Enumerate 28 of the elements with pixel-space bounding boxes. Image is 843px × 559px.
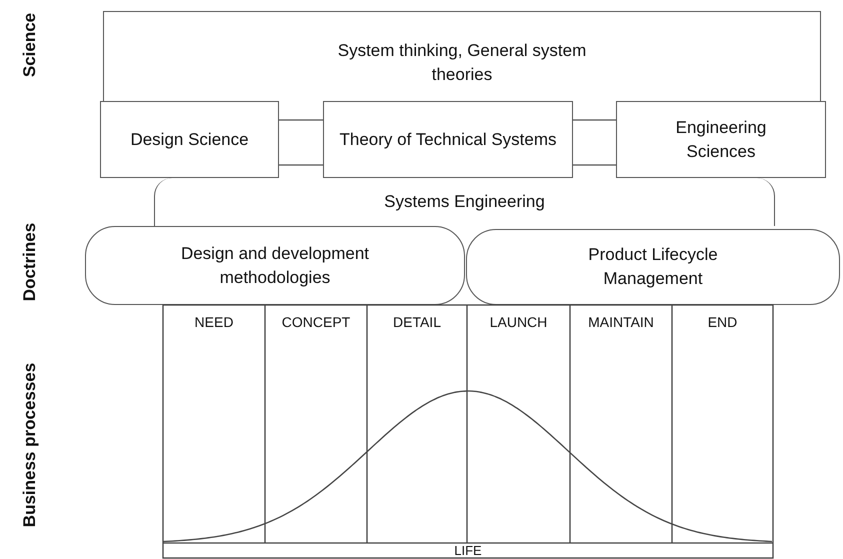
doctrine-box [154,178,775,226]
layer-label: Doctrines [20,222,40,302]
node-text: Design Science [130,128,249,151]
node-text: System thinking, General system theories [336,40,588,86]
phase-header: LAUNCH [488,314,548,330]
connector-line [279,164,323,166]
node-text: Theory of Technical Systems [340,128,556,151]
node-text: Design and development methodologies [180,242,370,288]
process-box [616,101,826,178]
node-text: Systems Engineering [384,191,545,214]
layer-label: Science [20,12,40,78]
phase-header: NEED [194,314,234,330]
connector-line [573,164,616,166]
axis-label: LIFE [453,543,483,558]
connector-line [279,119,323,121]
phase-header: MAINTAIN [587,314,655,330]
phase-header: END [706,314,738,330]
node-text: Product Lifecycle Management [587,244,719,290]
phase-header: DETAIL [392,314,442,330]
process-box [100,101,279,178]
phase-header: CONCEPT [280,314,352,330]
doctrine-box [466,229,840,305]
theory-box [103,11,821,101]
process-box [323,101,573,178]
connector-line [573,119,616,121]
layer-label: Business processes [20,362,40,528]
doctrine-box [85,226,465,305]
node-text: Engineering Sciences [674,116,768,162]
